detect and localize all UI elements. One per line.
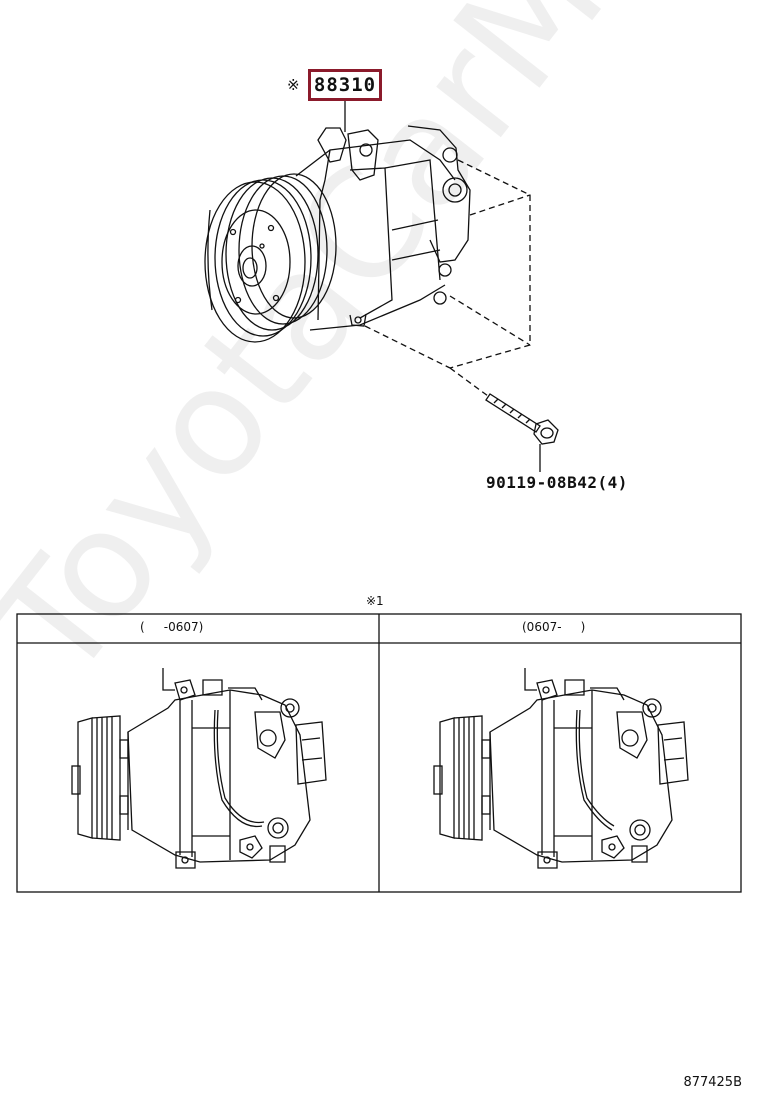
reference-mark: ※ xyxy=(287,76,300,94)
compressor-variant-early-illustration xyxy=(71,668,327,869)
bolt-part-number-link[interactable]: 90119-08B42(4) xyxy=(486,473,628,492)
variant-table xyxy=(16,613,742,893)
ac-compressor-illustration xyxy=(204,101,559,472)
compressor-variant-late-illustration xyxy=(433,668,689,869)
part-number-88310-link[interactable]: 88310 xyxy=(308,69,382,101)
variant-note-mark: ※1 xyxy=(366,594,384,608)
bolt-illustration xyxy=(485,393,559,445)
variant-left-header: ( -0607) xyxy=(140,620,204,634)
variant-right-header: (0607- ) xyxy=(522,620,586,634)
diagram-code: 877425B xyxy=(683,1075,742,1090)
